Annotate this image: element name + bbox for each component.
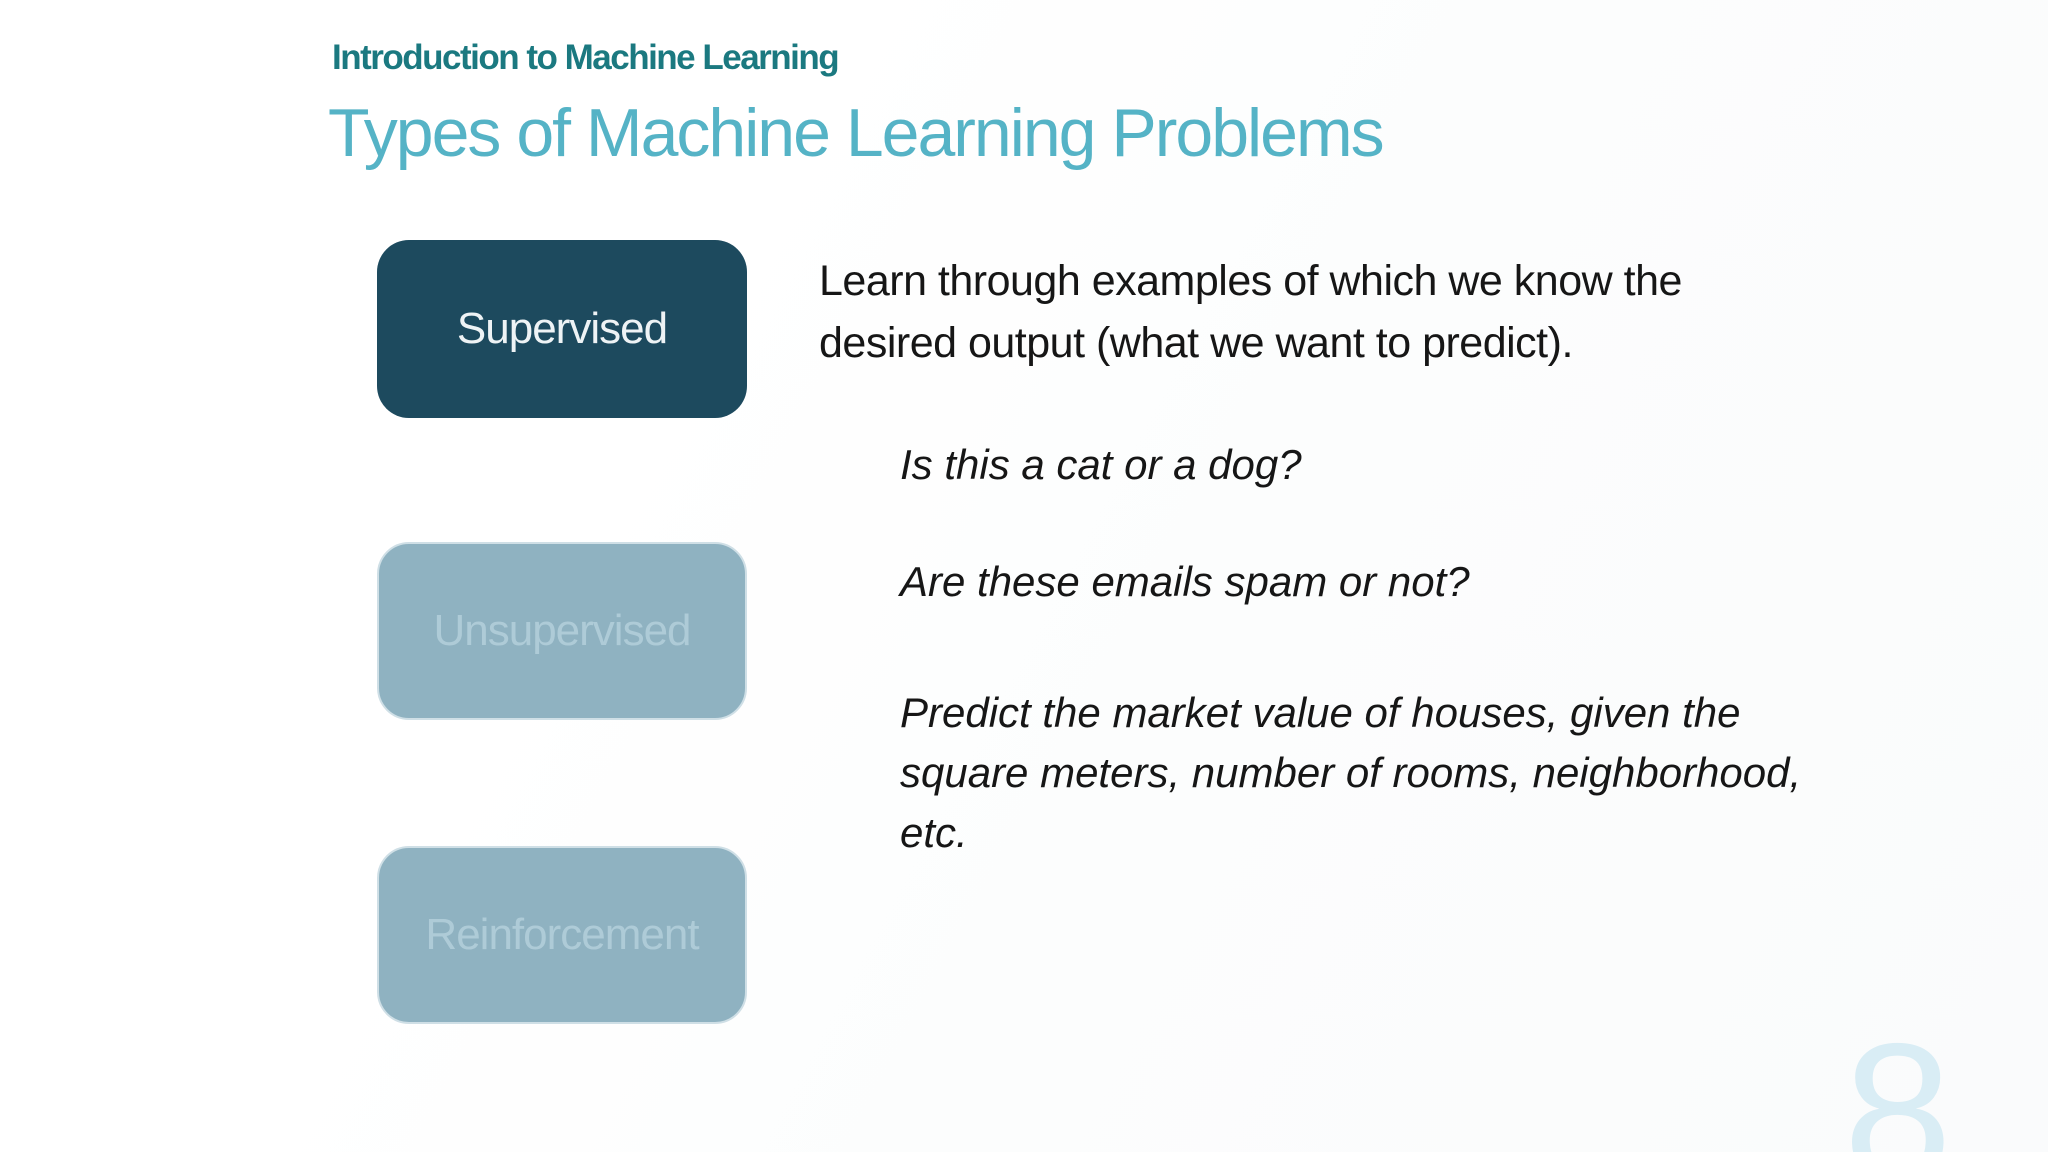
type-box-reinforcement: Reinforcement [377, 846, 747, 1024]
supervised-description: Learn through examples of which we know … [819, 250, 1682, 374]
description-line: Learn through examples of which we know … [819, 257, 1682, 305]
example-line: Is this a cat or a dog? [900, 441, 1302, 488]
example-spam-or-not: Are these emails spam or not? [900, 552, 1470, 612]
slide-page-number: 8 [1843, 1003, 1952, 1152]
type-box-label: Supervised [456, 304, 668, 353]
slide-kicker: Introduction to Machine Learning [332, 38, 840, 77]
example-line: square meters, number of rooms, neighbor… [900, 749, 1802, 796]
example-cat-or-dog: Is this a cat or a dog? [900, 435, 1302, 495]
type-box-unsupervised: Unsupervised [377, 542, 747, 720]
type-box-label: Unsupervised [433, 606, 691, 655]
example-house-value: Predict the market value of houses, give… [900, 683, 1801, 863]
type-box-label: Reinforcement [425, 910, 699, 959]
example-line: etc. [900, 809, 968, 856]
example-line: Are these emails spam or not? [900, 558, 1470, 605]
page-title: Types of Machine Learning Problems [328, 95, 1385, 171]
example-line: Predict the market value of houses, give… [900, 689, 1741, 736]
description-line: desired output (what we want to predict)… [819, 319, 1573, 367]
type-box-supervised: Supervised [377, 240, 747, 418]
